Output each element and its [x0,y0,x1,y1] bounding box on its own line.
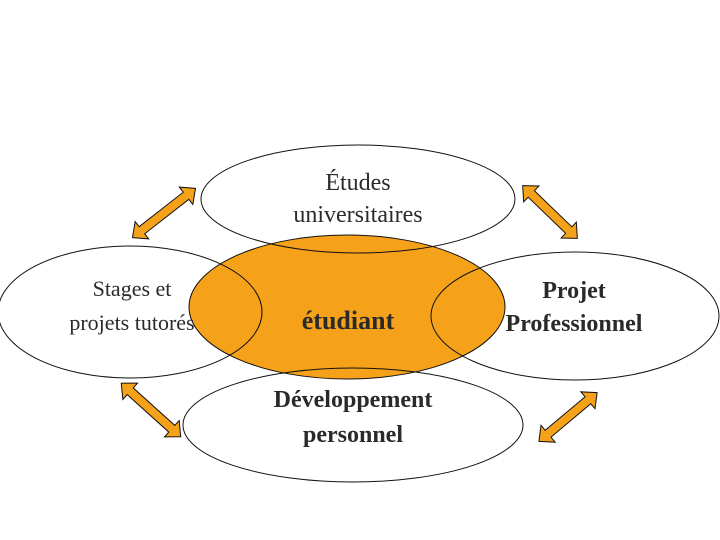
bottom-label-line2: personnel [303,422,403,448]
right-ellipse [430,251,720,381]
arrow-top-left [131,186,197,240]
arrow-bottom-left [120,382,182,438]
bottom-label-line1: Développement [274,387,433,413]
arrow-top-right [522,185,578,239]
center-label: étudiant [302,306,395,335]
left-label-line1: Stages et [93,276,172,301]
left-ellipse [0,245,263,379]
arrow-bottom-right [538,391,598,443]
left-label-line2: projets tutorés [69,310,194,335]
center-ellipse [188,234,506,380]
right-label-line1: Projet [542,278,606,304]
top-ellipse [200,144,516,254]
top-label-line1: Études [325,170,390,196]
right-label-line2: Professionnel [506,311,643,337]
bottom-ellipse [182,367,524,483]
top-label-line2: universitaires [293,202,422,228]
